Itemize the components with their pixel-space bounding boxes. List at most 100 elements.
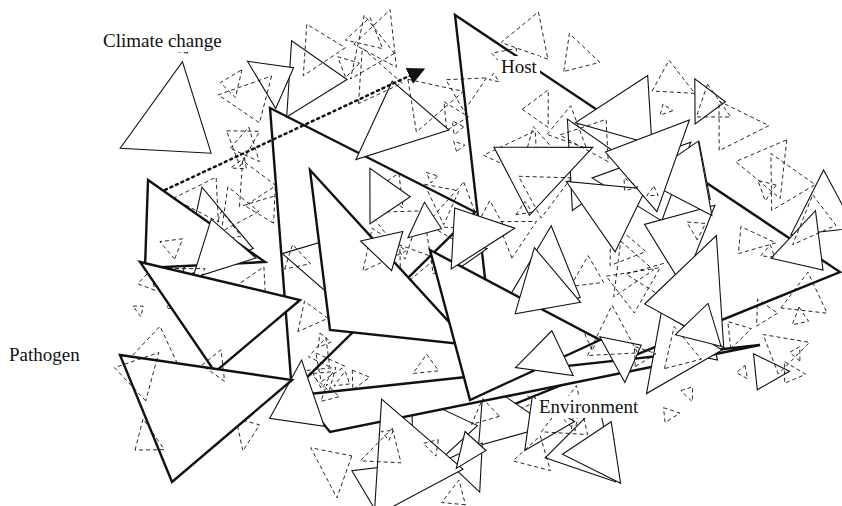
- minor-triangle: [451, 208, 515, 269]
- minor-triangle: [605, 120, 689, 212]
- dashed-triangle: [321, 384, 339, 401]
- dashed-triangle: [519, 176, 572, 218]
- vertex-label: Pathogen: [6, 344, 83, 366]
- dashed-triangle: [624, 178, 638, 191]
- dashed-triangle: [792, 307, 808, 325]
- major-triangle: [120, 355, 292, 482]
- dashed-triangle: [761, 245, 775, 257]
- dashed-triangle: [664, 408, 680, 423]
- minor-triangle: [120, 62, 211, 153]
- dashed-triangle: [298, 301, 328, 331]
- dashed-triangle: [245, 186, 275, 223]
- dashed-triangle: [614, 241, 654, 297]
- dashed-triangle: [513, 436, 551, 471]
- dashed-triangle: [351, 15, 395, 79]
- minor-triangle: [562, 422, 620, 483]
- dashed-triangle: [346, 17, 383, 48]
- dashed-triangle: [318, 333, 331, 347]
- dashed-triangle: [308, 338, 329, 367]
- major-triangle: [140, 262, 300, 372]
- minor-triangle: [248, 61, 294, 108]
- minor-triangle: [356, 81, 449, 159]
- dashed-triangle: [360, 428, 401, 463]
- dashed-triangle: [736, 366, 747, 379]
- dashed-triangle: [135, 419, 164, 450]
- vertex-label: Environment: [536, 396, 641, 418]
- dashed-triangle: [115, 353, 159, 401]
- minor-triangle: [370, 168, 410, 224]
- dashed-triangle: [354, 10, 397, 67]
- climate-arrow: [165, 70, 422, 190]
- major-triangle: [430, 250, 600, 400]
- dashed-triangle: [738, 227, 775, 254]
- minor-triangle: [515, 248, 581, 314]
- dashed-triangle: [652, 60, 695, 93]
- minor-triangle: [374, 399, 463, 506]
- vertex-label: Climate change: [100, 30, 225, 52]
- minor-triangle: [361, 231, 403, 270]
- minor-triangle: [645, 236, 724, 348]
- dashed-triangle: [221, 187, 259, 232]
- dashed-triangle: [564, 34, 600, 72]
- dashed-triangle: [516, 202, 532, 215]
- dashed-triangle: [160, 239, 183, 259]
- dashed-triangle: [218, 76, 271, 123]
- dashed-triangle: [472, 399, 500, 425]
- dashed-triangle: [763, 335, 809, 375]
- dashed-triangle: [303, 24, 345, 76]
- dashed-triangle: [316, 353, 345, 382]
- dashed-triangle: [313, 372, 333, 389]
- dashed-triangle: [220, 70, 242, 98]
- minor-triangle: [516, 331, 574, 376]
- minor-triangle: [771, 211, 823, 270]
- minor-triangle: [456, 432, 486, 469]
- dashed-triangle: [133, 306, 143, 317]
- dashed-triangle: [413, 354, 439, 373]
- dashed-triangle: [442, 480, 466, 505]
- dashed-triangle: [560, 119, 609, 161]
- dashed-triangle: [687, 222, 706, 240]
- dashed-triangle: [359, 48, 403, 104]
- dashed-triangle: [338, 57, 360, 78]
- minor-triangle: [575, 76, 652, 145]
- dashed-triangle: [173, 177, 218, 222]
- dashed-triangle: [570, 256, 603, 287]
- dashed-triangle: [454, 141, 465, 151]
- minor-triangle: [600, 337, 641, 383]
- dashed-triangle: [311, 448, 352, 498]
- dashed-triangle: [660, 104, 673, 115]
- minor-triangle: [408, 202, 442, 237]
- minor-triangle: [193, 219, 256, 278]
- minor-triangle: [675, 303, 721, 346]
- dashed-triangle: [781, 272, 827, 313]
- minor-triangle: [494, 147, 593, 215]
- dashed-triangle: [426, 172, 437, 183]
- dashed-triangle: [584, 333, 599, 350]
- dashed-triangle: [588, 305, 638, 355]
- dashed-triangle: [771, 154, 815, 211]
- dashed-triangle: [606, 268, 660, 313]
- dashed-triangle: [381, 431, 393, 441]
- dashed-triangle: [501, 12, 548, 59]
- dashed-triangle: [285, 245, 311, 270]
- dashed-triangle: [728, 322, 752, 349]
- dashed-triangle: [423, 440, 438, 456]
- dashed-triangle: [444, 102, 469, 131]
- dashed-triangle: [547, 106, 586, 149]
- dashed-triangle: [790, 347, 800, 361]
- dashed-triangle: [647, 186, 659, 195]
- dashed-triangle: [307, 367, 336, 391]
- dashed-triangle: [408, 79, 464, 132]
- dashed-triangle: [758, 180, 776, 201]
- vertex-label: Host: [498, 56, 540, 78]
- dashed-triangle: [757, 299, 778, 326]
- minor-triangle: [566, 182, 645, 252]
- dashed-triangle: [736, 140, 787, 199]
- dashed-triangle: [793, 195, 836, 245]
- dashed-triangle: [696, 84, 730, 117]
- dashed-triangle: [202, 350, 225, 382]
- dashed-triangle: [522, 90, 548, 128]
- dashed-triangle: [681, 387, 693, 402]
- dashed-triangle: [334, 371, 350, 386]
